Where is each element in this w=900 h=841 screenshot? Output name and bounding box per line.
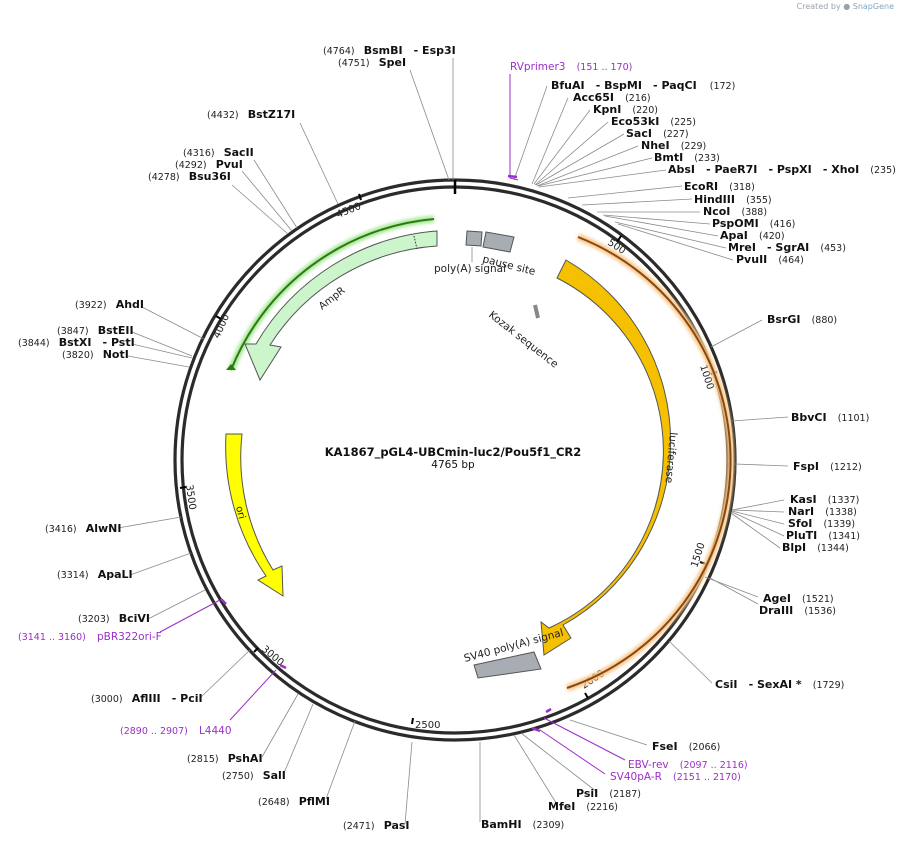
enzyme-ecori[interactable]: EcoRI (318) (684, 175, 755, 194)
primer-sv40pa-r[interactable]: SV40pA-R (2151 .. 2170) (531, 726, 741, 784)
sv40-polya-feature[interactable]: SV40 poly(A) signal (463, 627, 565, 679)
enzyme-draiii[interactable]: DraIII (1536) (759, 599, 836, 618)
enzyme-pvuii[interactable]: PvuII (464) (736, 248, 804, 267)
enzyme-fsei[interactable]: FseI (2066) (652, 735, 720, 754)
enzyme-pasi[interactable]: (2471) PasI (343, 814, 410, 833)
enzyme-bfuai-bspmi-paqci[interactable]: BfuAI - BspMI - PaqCI (172) (551, 74, 735, 93)
enzyme-bmti[interactable]: BmtI (233) (654, 146, 720, 165)
credit-prefix: Created by (796, 2, 841, 11)
svg-text:RVprimer3 (151 .. 170): RVprimer3 (151 .. 170) (510, 55, 632, 74)
enzyme-spei[interactable]: (4751) SpeI (338, 51, 406, 70)
luciferase-feature[interactable]: luciferase (540, 233, 734, 692)
enzyme-kasi[interactable]: KasI (1337) (790, 488, 859, 507)
enzyme-leader-lines (117, 58, 789, 825)
tick-label-2500: 2500 (415, 720, 440, 731)
ori-feature[interactable]: ori (225, 433, 284, 597)
enzyme-alwni[interactable]: (3416) AlwNI (45, 517, 121, 536)
polya-signal-text: poly(A) signal (434, 263, 506, 275)
enzyme-bbvci[interactable]: BbvCI (1101) (791, 406, 869, 425)
primer-ebv-rev[interactable]: EBV-rev (2097 .. 2116) (543, 707, 748, 772)
enzyme-bamhi[interactable]: BamHI (2309) (481, 813, 564, 832)
enzyme-saci[interactable]: SacI (227) (626, 122, 689, 141)
enzyme-pflmi[interactable]: (2648) PflMI (258, 790, 330, 809)
enzyme-hindiii[interactable]: HindIII (355) (694, 188, 772, 207)
enzyme-bsu36i[interactable]: (4278) Bsu36I (148, 165, 231, 184)
enzyme-blpi[interactable]: BlpI (1344) (782, 536, 849, 555)
enzyme-nari[interactable]: NarI (1338) (788, 500, 857, 519)
plasmid-size: 4765 bp (431, 459, 475, 471)
enzyme-mrei-sgrai[interactable]: MreI - SgrAI (453) (728, 236, 846, 255)
enzyme-psii[interactable]: PsiI (2187) (576, 782, 641, 801)
primer-rvprimer3[interactable]: RVprimer3 (151 .. 170) (507, 55, 632, 181)
enzyme-bsmbi-esp3i[interactable]: (4764) BsmBI - Esp3I (323, 39, 456, 58)
enzyme-pspomi[interactable]: PspOMI (416) (712, 212, 795, 231)
svg-text:SV40pA-R (2151 .. 2170): SV40pA-R (2151 .. 2170) (610, 765, 741, 784)
enzyme-acc65i[interactable]: Acc65I (216) (573, 86, 651, 105)
svg-text:(3141 .. 3160) pBR322ori: (3141 .. 3160) pBR322ori-F (18, 625, 162, 644)
luciferase-label: luciferase (663, 432, 679, 484)
ori-label: ori (233, 505, 247, 520)
enzyme-bstxi-psti[interactable]: (3844) BstXI - PstI (18, 331, 135, 350)
snapgene-logo-icon: ● (843, 2, 851, 11)
enzyme-agei[interactable]: AgeI (1521) (763, 587, 834, 606)
svg-text:EBV-rev (2097 .. 2116): EBV-rev (2097 .. 2116) (628, 753, 748, 772)
primer-l4440[interactable]: (2890 .. 2907) L4440 (120, 663, 287, 738)
tick-label-3500: 3500 (183, 484, 197, 511)
plasmid-name: KA1867_pGL4-UBCmin-luc2/Pou5f1_CR2 (325, 445, 582, 460)
enzyme-csii-sexai[interactable]: CsiI - SexAI * (1729) (715, 673, 844, 692)
enzyme-pluti[interactable]: PluTI (1341) (786, 524, 860, 543)
enzyme-eco53ki[interactable]: Eco53kI (225) (611, 110, 696, 129)
enzyme-bsteii[interactable]: (3847) BstEII (57, 319, 134, 338)
polya-signal-feature[interactable]: poly(A) signal (434, 230, 506, 275)
enzyme-sfoi[interactable]: SfoI (1339) (788, 512, 855, 531)
enzyme-nhei[interactable]: NheI (229) (641, 134, 706, 153)
enzyme-sacii[interactable]: (4316) SacII (183, 141, 254, 160)
ampr-feature[interactable]: AmpR (226, 215, 438, 382)
enzyme-ncoi[interactable]: NcoI (388) (703, 200, 767, 219)
polya-signal-label: poly(A) signal (434, 263, 506, 275)
enzyme-noti[interactable]: (3820) NotI (62, 343, 129, 362)
svg-text:(2890 .. 2907) L4440: (2890 .. 2907) L4440 (120, 719, 232, 738)
enzyme-ahdi[interactable]: (3922) AhdI (75, 293, 144, 312)
kozak-sequence-label: Kozak sequence (486, 309, 560, 371)
tick-marks (179, 193, 718, 725)
enzyme-kpni[interactable]: KpnI (220) (593, 98, 658, 117)
enzyme-bsrgi[interactable]: BsrGI (880) (767, 308, 837, 327)
enzyme-apali[interactable]: (3314) ApaLI (57, 563, 133, 582)
primer-pbr322ori-f[interactable]: (3141 .. 3160) pBR322ori-F (18, 598, 227, 644)
kozak-sequence-feature[interactable]: Kozak sequence (486, 304, 560, 371)
enzyme-afliii-pcii[interactable]: (3000) AflIII - PciI (91, 687, 203, 706)
snapgene-credit: Created by ● SnapGene (797, 2, 894, 11)
enzyme-bcivi[interactable]: (3203) BciVI (78, 607, 150, 626)
enzyme-absi-paer7i-pspxi-xhoi[interactable]: AbsI - PaeR7I - PspXI - XhoI (235) (668, 158, 896, 177)
credit-brand: SnapGene (852, 2, 894, 11)
enzyme-sali[interactable]: (2750) SalI (222, 764, 286, 783)
enzyme-pshai[interactable]: (2815) PshAI (187, 747, 263, 766)
enzyme-apai[interactable]: ApaI (420) (720, 224, 785, 243)
enzyme-fspi[interactable]: FspI (1212) (793, 455, 862, 474)
enzyme-bstz17i[interactable]: (4432) BstZ17I (207, 103, 295, 122)
enzyme-mfei[interactable]: MfeI (2216) (548, 795, 618, 814)
enzyme-pvui[interactable]: (4292) PvuI (175, 153, 243, 172)
